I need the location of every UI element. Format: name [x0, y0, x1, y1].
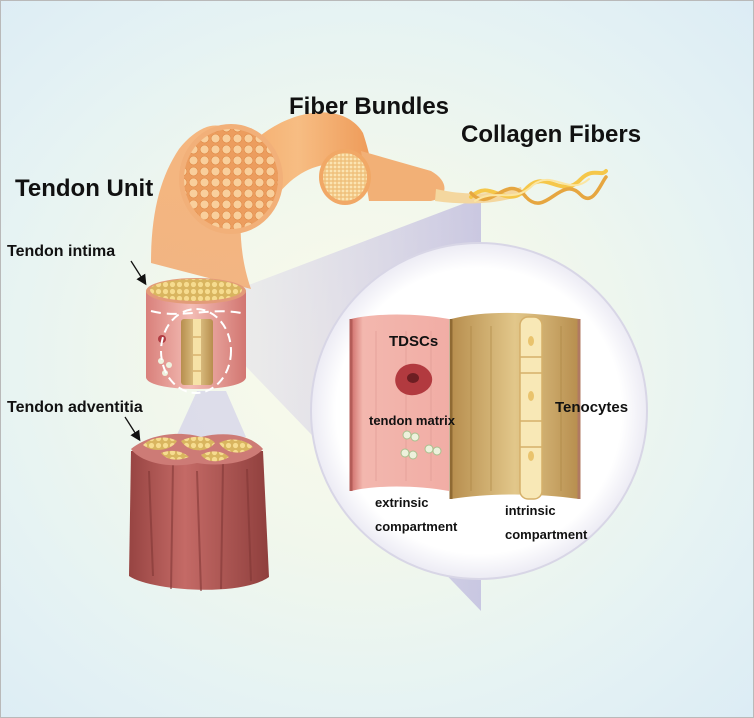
zoom-detail-view [310, 242, 648, 580]
tendon-unit-cross-section [184, 129, 278, 229]
label-tendon-intima: Tendon intima [7, 243, 116, 260]
intima-arrow [130, 260, 147, 286]
label-fiber-bundles: Fiber Bundles [289, 93, 450, 120]
label-collagen-fibers: Collagen Fibers [461, 121, 642, 148]
collagen-fibril-strand [435, 187, 523, 204]
tendon-adventitia-block [129, 433, 269, 592]
matrix-cells [400, 430, 442, 460]
tendon-intima-cylinder [146, 278, 246, 394]
label-tenocytes: Tenocytes [555, 399, 629, 416]
adventitia-arrow [124, 416, 141, 442]
extrinsic-line-2: compartment [375, 519, 458, 534]
adventitia-zoom-beam [176, 391, 246, 437]
label-extrinsic-compartment: extrinsic compartment [375, 491, 457, 539]
extrinsic-line-1: extrinsic [375, 495, 429, 510]
label-tdscs: TDSCs [389, 333, 439, 350]
fiber-bundle-cross-section [323, 153, 367, 201]
label-tendon-unit: Tendon Unit [15, 175, 154, 202]
collagen-helix [469, 169, 608, 205]
label-tendon-matrix: tendon matrix [369, 413, 455, 428]
intrinsic-line-1: intrinsic [505, 503, 556, 518]
intrinsic-line-2: compartment [505, 527, 588, 542]
label-intrinsic-compartment: intrinsic compartment [505, 499, 587, 547]
collagen-bundle-body [361, 151, 445, 201]
label-tendon-adventitia: Tendon adventitia [7, 399, 143, 416]
